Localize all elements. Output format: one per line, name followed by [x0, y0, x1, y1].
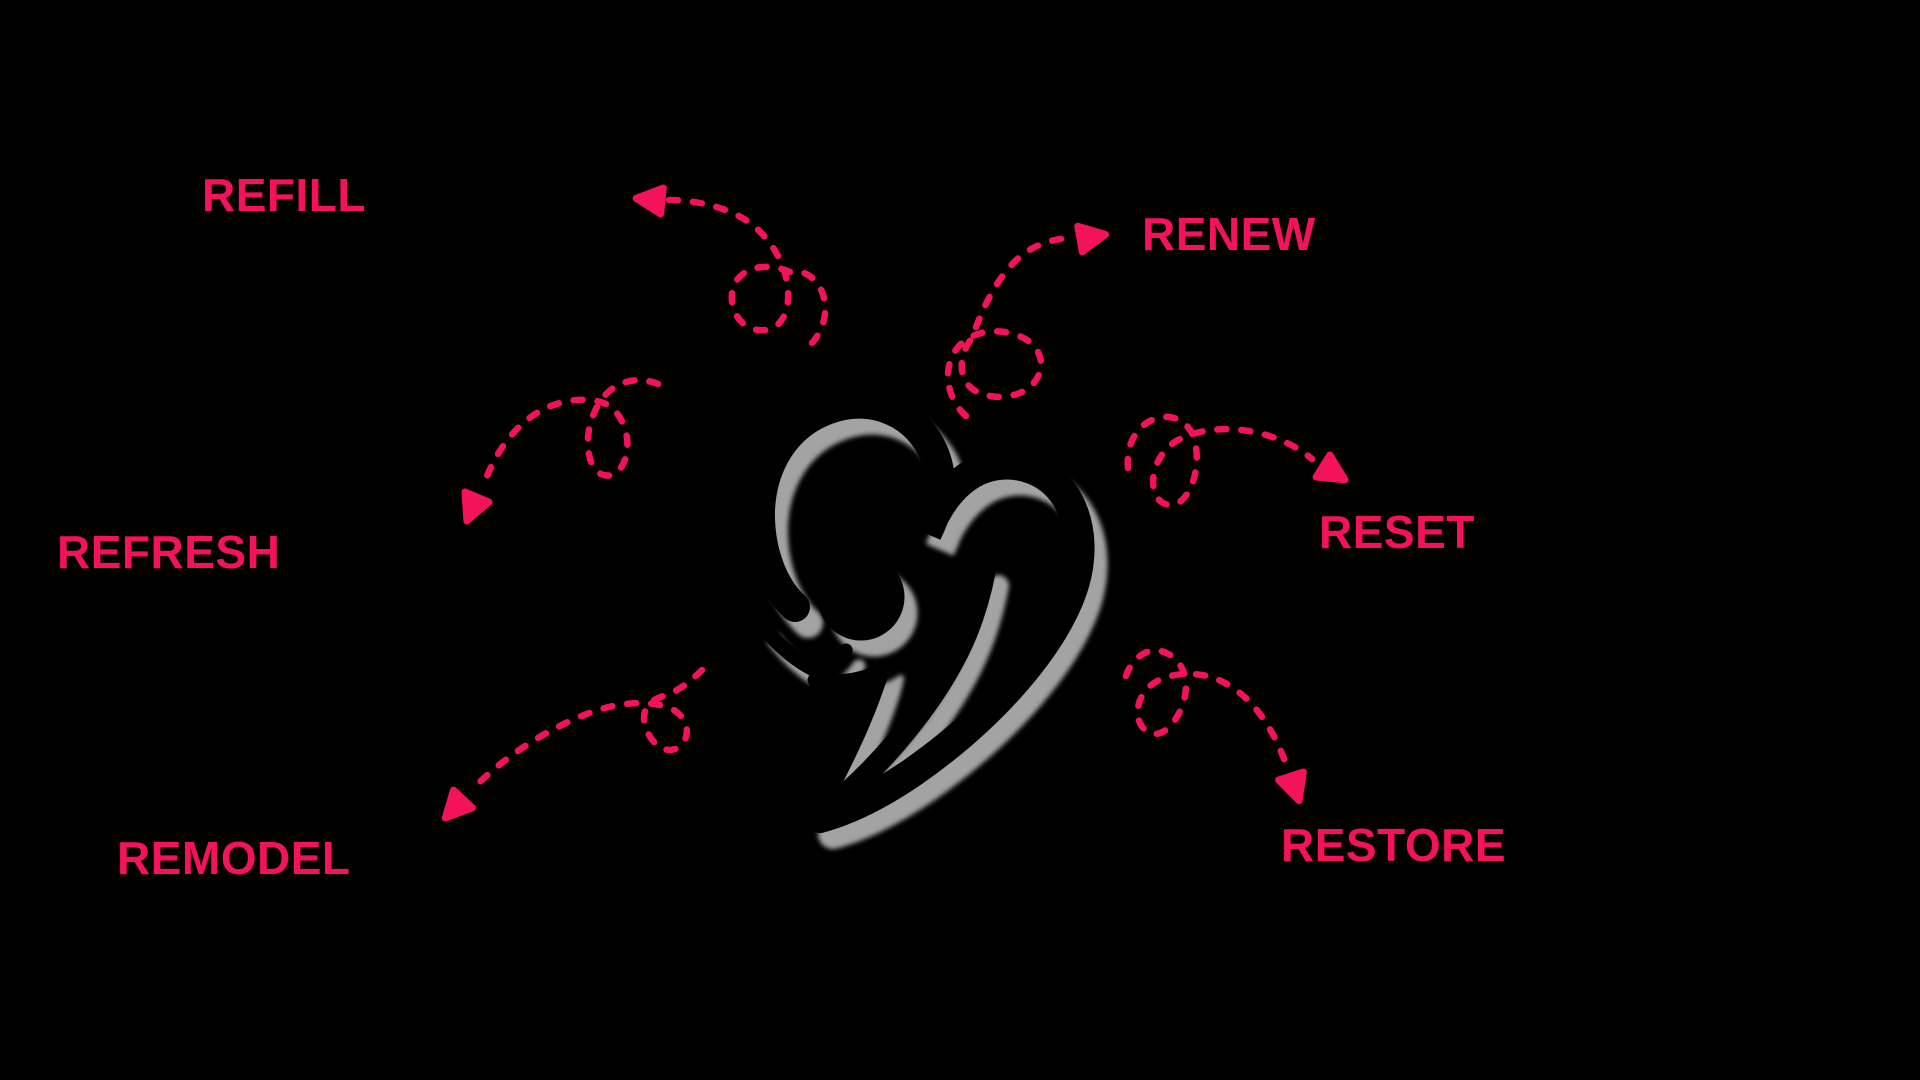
- label-refill: REFILL: [202, 169, 366, 221]
- arrowhead-refill-icon: [635, 185, 664, 214]
- arrowhead-remodel-icon: [436, 790, 473, 827]
- arrowhead-reset-icon: [1316, 455, 1352, 491]
- label-remodel: REMODEL: [117, 832, 351, 884]
- label-restore: RESTORE: [1281, 819, 1507, 871]
- dashed-arrow-refresh-icon: [455, 376, 662, 526]
- dashed-arrow-renew-icon: [944, 222, 1108, 420]
- arrowhead-restore-icon: [1279, 772, 1312, 805]
- arrowhead-renew-icon: [1078, 222, 1108, 252]
- dashed-arrow-reset-icon: [1124, 413, 1352, 509]
- dashed-arrow-restore-icon: [1122, 647, 1312, 805]
- dashed-arrow-remodel-icon: [436, 666, 706, 827]
- label-refresh: REFRESH: [57, 526, 281, 578]
- label-reset: RESET: [1319, 506, 1475, 558]
- arrowhead-refresh-icon: [455, 492, 489, 526]
- dashed-arrow-refill-icon: [635, 185, 829, 347]
- label-renew: RENEW: [1142, 208, 1316, 260]
